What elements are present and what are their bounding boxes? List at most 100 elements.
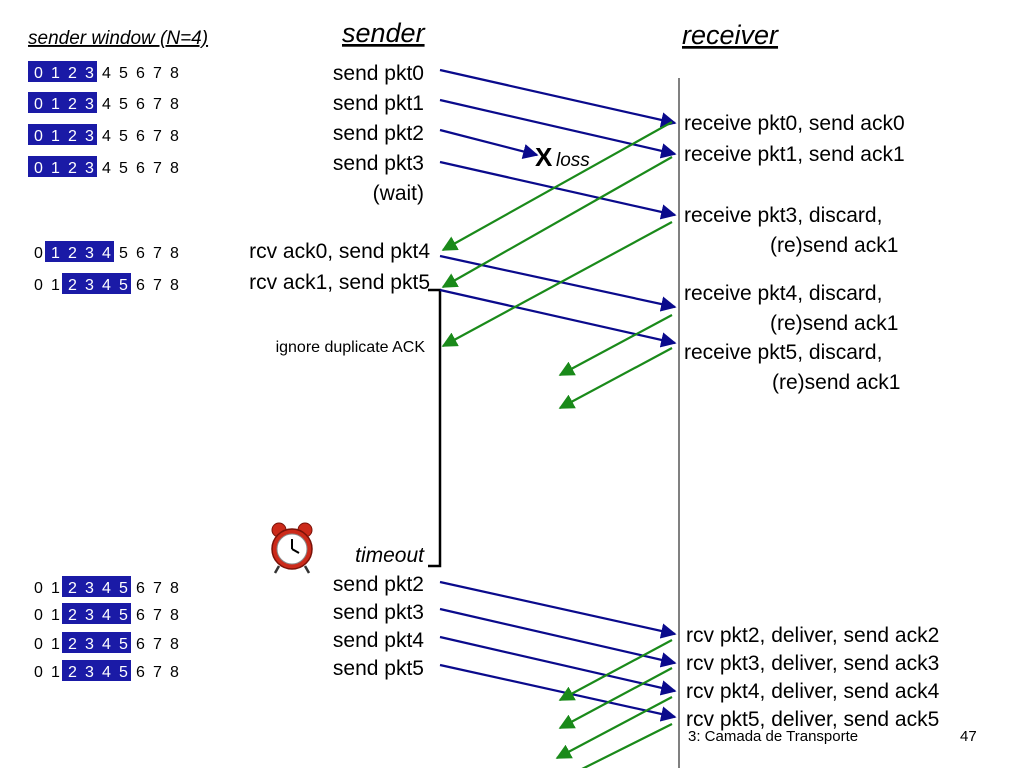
sequence-number: 2 xyxy=(68,607,77,624)
sequence-number: 6 xyxy=(136,580,145,597)
window-highlight xyxy=(62,273,131,294)
footer-course: 3: Camada de Transporte xyxy=(688,728,858,745)
sequence-number: 2 xyxy=(68,636,77,653)
sequence-number: 6 xyxy=(136,65,145,82)
sequence-number: 5 xyxy=(119,277,128,294)
sequence-number: 0 xyxy=(34,664,43,681)
receiver-heading: receiver xyxy=(682,20,779,50)
window-highlight xyxy=(62,660,131,681)
sequence-number: 4 xyxy=(102,636,111,653)
sequence-number: 1 xyxy=(51,277,60,294)
sender-event: rcv ack0, send pkt4 xyxy=(249,240,430,263)
ack5-arrow xyxy=(581,723,673,768)
window-highlight xyxy=(28,156,97,177)
sequence-number: 8 xyxy=(170,96,179,113)
ack2-arrow xyxy=(558,639,673,701)
sender-event: send pkt0 xyxy=(333,62,424,85)
pkt4-resend-arrow xyxy=(439,635,677,696)
sequence-number: 0 xyxy=(34,607,43,624)
sequence-number: 5 xyxy=(119,664,128,681)
sequence-number: 3 xyxy=(85,580,94,597)
sequence-number: 5 xyxy=(119,65,128,82)
sequence-number: 5 xyxy=(119,636,128,653)
sequence-number: 3 xyxy=(85,65,94,82)
sequence-number: 7 xyxy=(153,664,162,681)
pkt3-resend-arrow xyxy=(439,607,677,668)
sequence-number: 1 xyxy=(51,245,60,262)
sequence-number: 3 xyxy=(85,636,94,653)
pkt5-arrow xyxy=(439,288,677,348)
sequence-number: 1 xyxy=(51,580,60,597)
receiver-event: receive pkt4, discard, xyxy=(684,282,882,305)
receiver-event: rcv pkt3, deliver, send ack3 xyxy=(686,652,939,675)
receiver-event: (re)send ack1 xyxy=(770,234,898,257)
sequence-number: 2 xyxy=(68,128,77,145)
receiver-event: rcv pkt4, deliver, send ack4 xyxy=(686,680,940,703)
receiver-events: receive pkt0, send ack0 receive pkt1, se… xyxy=(684,112,940,731)
pkt2-lost-arrow xyxy=(439,128,539,159)
ack1-dup-arrow xyxy=(441,221,673,347)
receiver-event: receive pkt5, discard, xyxy=(684,341,882,364)
sequence-number: 4 xyxy=(102,664,111,681)
sequence-number: 5 xyxy=(119,160,128,177)
ack4-arrow xyxy=(555,696,673,759)
ack1-arrow xyxy=(441,156,673,288)
sender-window-title: sender window (N=4) xyxy=(28,28,208,49)
sender-event: send pkt2 xyxy=(333,573,424,596)
sequence-number: 5 xyxy=(119,96,128,113)
sequence-number: 8 xyxy=(170,65,179,82)
footer-page-number: 47 xyxy=(960,728,977,745)
sequence-number: 7 xyxy=(153,277,162,294)
sequence-number: 2 xyxy=(68,664,77,681)
sequence-number: 0 xyxy=(34,580,43,597)
receiver-event: rcv pkt5, deliver, send ack5 xyxy=(686,708,939,731)
sequence-number: 3 xyxy=(85,664,94,681)
sequence-number: 4 xyxy=(102,277,111,294)
packet-arrows xyxy=(439,68,677,722)
sequence-number: 3 xyxy=(85,96,94,113)
sequence-number: 0 xyxy=(34,245,43,262)
window-highlight xyxy=(28,124,97,145)
sequence-number: 8 xyxy=(170,636,179,653)
sequence-number: 0 xyxy=(34,65,43,82)
sender-event: send pkt4 xyxy=(333,629,424,652)
timer-bracket xyxy=(428,288,442,568)
sequence-number: 0 xyxy=(34,636,43,653)
sequence-number: 2 xyxy=(68,245,77,262)
sequence-number: 1 xyxy=(51,636,60,653)
sender-heading: sender xyxy=(342,18,426,48)
window-highlight xyxy=(62,576,131,597)
sequence-number: 5 xyxy=(119,128,128,145)
sequence-number: 2 xyxy=(68,65,77,82)
sequence-number: 7 xyxy=(153,128,162,145)
receiver-event: receive pkt1, send ack1 xyxy=(684,143,905,166)
sequence-number: 1 xyxy=(51,607,60,624)
window-highlight xyxy=(28,92,97,113)
sequence-number: 5 xyxy=(119,245,128,262)
ignore-duplicate-ack-label: ignore duplicate ACK xyxy=(276,339,426,356)
sender-event: send pkt3 xyxy=(333,601,424,624)
sequence-number: 7 xyxy=(153,96,162,113)
loss-x-icon: X xyxy=(535,142,553,172)
window-highlight xyxy=(62,632,131,653)
ack-arrows xyxy=(441,121,673,768)
receiver-event: (re)send ack1 xyxy=(770,312,898,335)
sequence-number: 7 xyxy=(153,607,162,624)
sequence-number: 6 xyxy=(136,664,145,681)
sequence-number: 8 xyxy=(170,664,179,681)
sequence-number: 7 xyxy=(153,580,162,597)
sequence-number: 1 xyxy=(51,96,60,113)
sequence-number: 2 xyxy=(68,580,77,597)
pkt5-resend-arrow xyxy=(439,663,677,722)
